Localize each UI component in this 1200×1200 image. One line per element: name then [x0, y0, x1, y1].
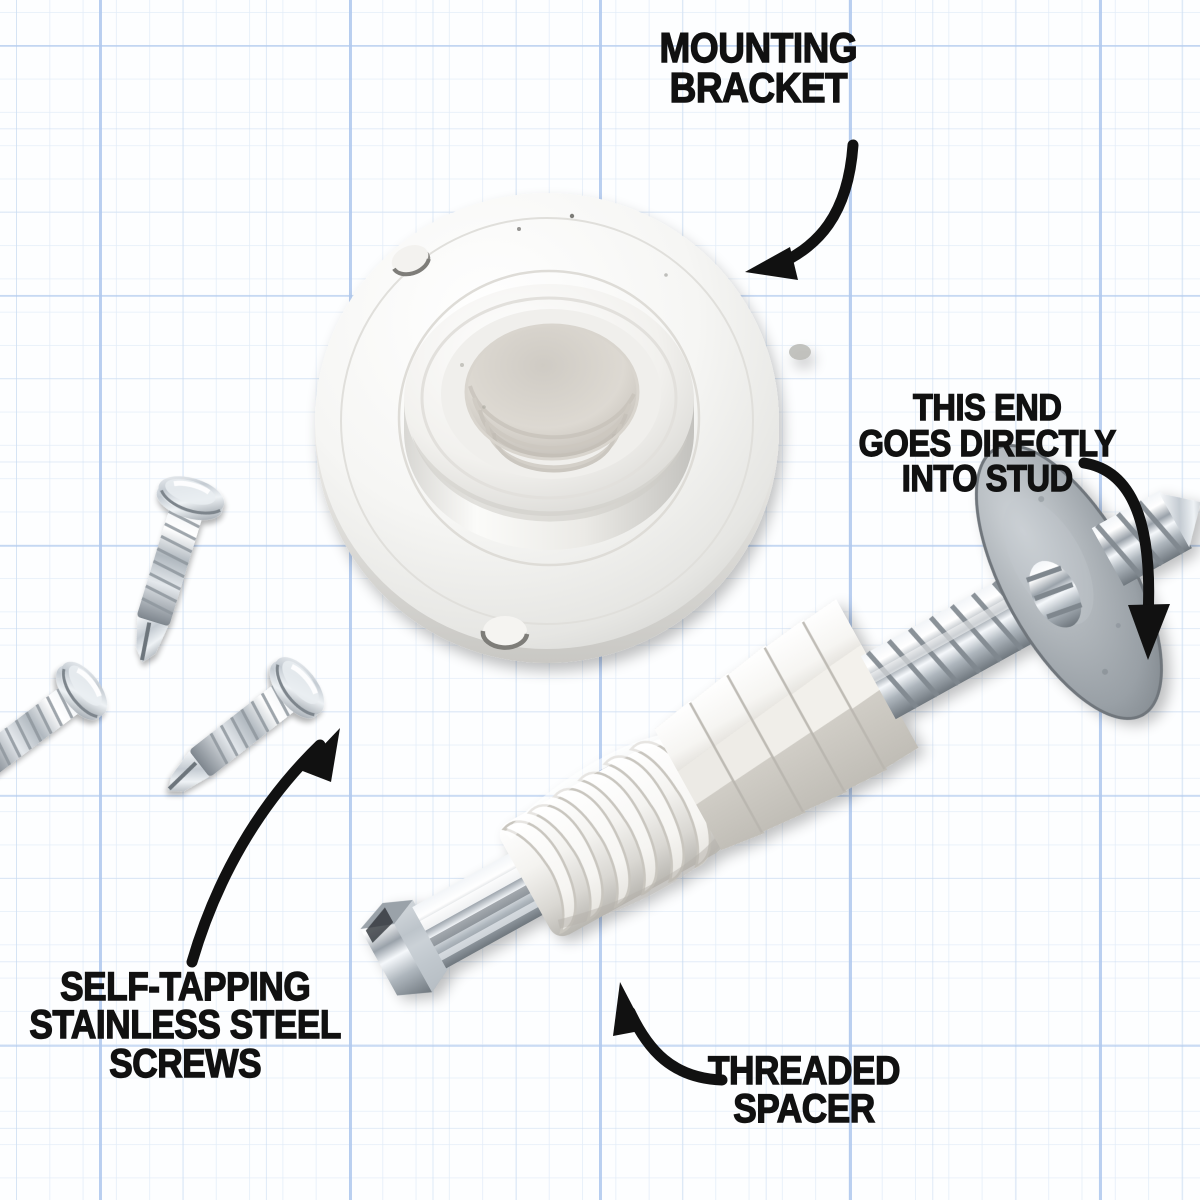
backing-washer: [974, 443, 1163, 721]
mounting-bracket-flange: [315, 193, 811, 663]
screw-3: [167, 657, 325, 792]
callout-self-tapping-screws: SELF-TAPPING STAINLESS STEEL SCREWS: [29, 965, 342, 1086]
arrow-mounting-bracket: [745, 139, 859, 280]
arrow-threaded-spacer: [613, 982, 728, 1086]
callout-mounting-bracket: MOUNTING BRACKET: [659, 24, 858, 112]
screw-1: [136, 476, 225, 663]
spacer-shaft: [412, 850, 548, 969]
screw-2: [0, 661, 108, 775]
bracket-screw-hole-top: [391, 245, 431, 277]
callout-arrows: [186, 139, 1170, 1086]
arrow-self-tapping-screws: [186, 728, 340, 968]
spacer-helical-threads: [499, 733, 724, 937]
threaded-spacer-assembly: [360, 443, 1200, 996]
spacer-hex-head: [360, 899, 450, 996]
bracket-screw-hole-bottom: [480, 616, 530, 650]
callout-this-end-into-stud: THIS END GOES DIRECTLY INTO STUD: [858, 387, 1117, 500]
bracket-screw-hole-right: [789, 344, 811, 360]
spacer-hex-collars: [654, 599, 919, 851]
callout-threaded-spacer: THREADED SPACER: [707, 1049, 901, 1132]
arrow-this-end-into-stud: [1078, 457, 1170, 660]
